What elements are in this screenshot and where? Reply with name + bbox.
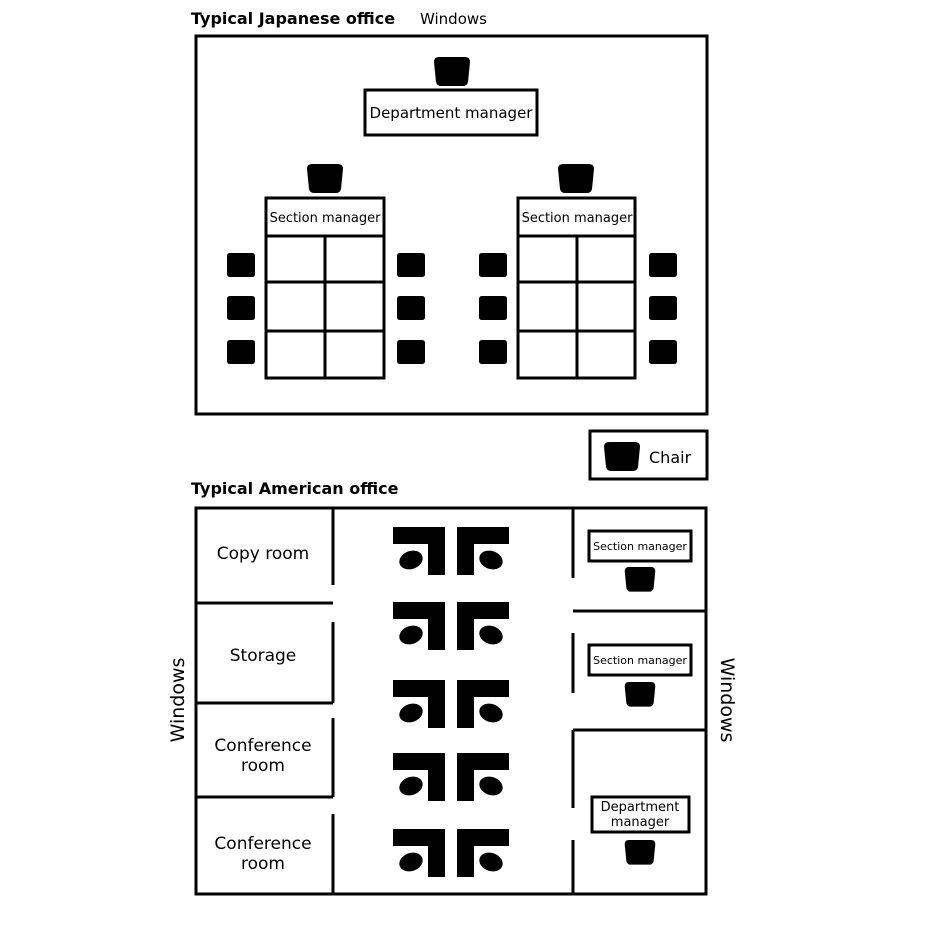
chair-icon: [434, 57, 470, 86]
american-office-room: [194, 506, 708, 896]
chair-legend-label: Chair: [649, 448, 692, 467]
chair-icon: [397, 296, 425, 320]
chair-icon: [397, 340, 425, 364]
chair-icon: [624, 681, 656, 707]
conference-room-2-label-line2: room: [241, 854, 285, 874]
right-desk-island: [516, 196, 637, 380]
chair-icon: [227, 253, 255, 277]
american-office-title: Typical American office: [191, 479, 399, 498]
cubicle-desk-icon: [393, 753, 509, 801]
copy-room-label: Copy room: [217, 544, 310, 564]
cubicle-desk-icon: [393, 527, 509, 575]
conference-room-1-label-line2: room: [241, 756, 285, 776]
chair-icon: [558, 164, 594, 193]
chair-icon: [227, 340, 255, 364]
section-manager-desk-2: [587, 643, 693, 677]
chair-icon: [397, 253, 425, 277]
japanese-office-title: Typical Japanese office: [191, 9, 395, 28]
section-manager-desk-1: [587, 529, 693, 563]
american-windows-right-label: Windows: [716, 658, 738, 743]
cubicle-desk-icon: [393, 602, 509, 650]
chair-icon: [307, 164, 343, 193]
department-manager-office-label-line1: Department: [601, 800, 680, 815]
section-manager-label-left: Section manager: [270, 211, 382, 226]
american-office-walls: [196, 508, 706, 894]
chair-icon: [649, 340, 677, 364]
chair-icon: [227, 296, 255, 320]
japanese-windows-label: Windows: [420, 10, 487, 28]
section-manager-office-2-label: Section manager: [593, 654, 687, 667]
japanese-office-room: [194, 34, 709, 416]
american-windows-left-label: Windows: [167, 658, 189, 743]
chair-icon: [649, 253, 677, 277]
section-manager-label-right: Section manager: [522, 211, 634, 226]
chair-icon: [479, 253, 507, 277]
section-manager-office-1-label: Section manager: [593, 540, 687, 553]
conference-room-1-label-line1: Conference: [214, 736, 311, 756]
department-manager-desk-american: [590, 795, 691, 834]
department-manager-office-label-line2: manager: [611, 815, 670, 830]
chair-icon: [624, 566, 656, 592]
chair-icon: [604, 442, 640, 471]
conference-room-2-label-line1: Conference: [214, 834, 311, 854]
storage-label: Storage: [230, 646, 297, 666]
department-manager-label: Department manager: [370, 104, 534, 122]
cubicle-desk-icon: [393, 829, 509, 877]
chair-icon: [624, 839, 656, 865]
chair-icon: [649, 296, 677, 320]
chair-icon: [479, 296, 507, 320]
department-manager-desk: [363, 88, 539, 137]
cubicle-desk-icon: [393, 680, 509, 728]
chair-icon: [479, 340, 507, 364]
left-desk-island: [264, 196, 386, 380]
